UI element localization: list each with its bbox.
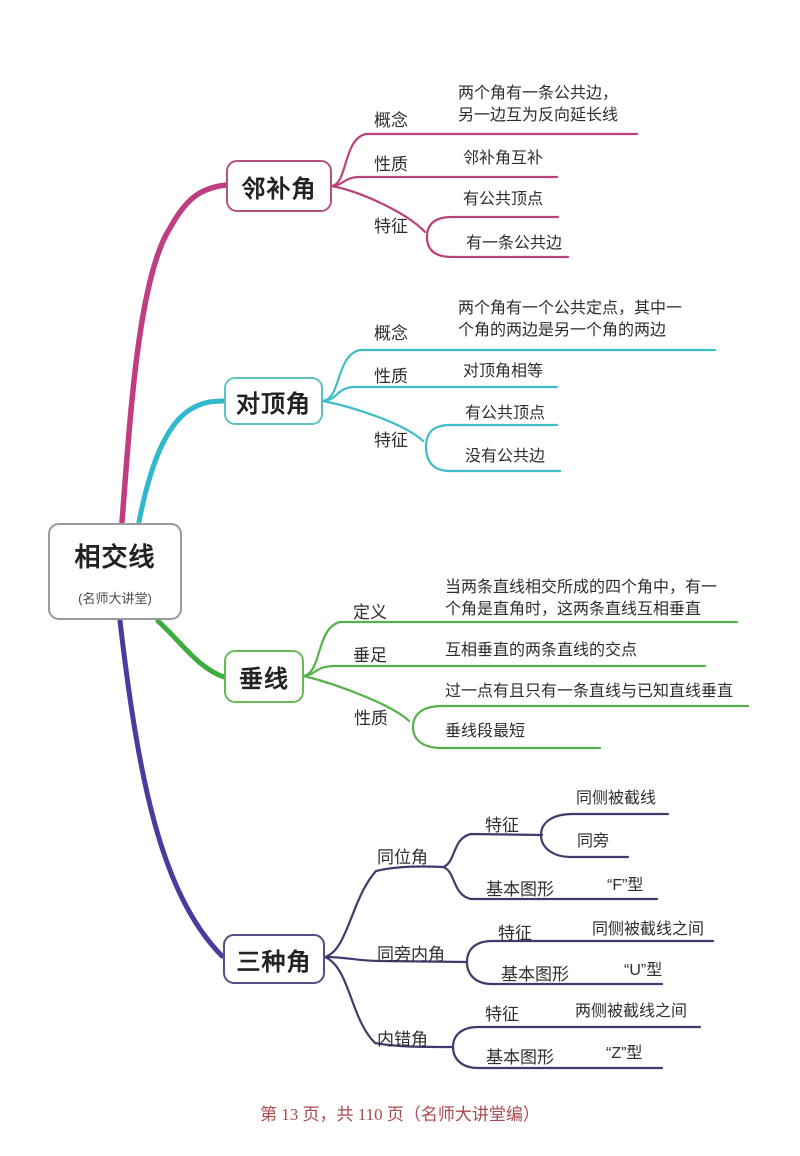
b3-definition-text[interactable]: 当两条直线相交所成的四个角中，有一 个角是直角时，这两条直线互相垂直	[445, 579, 718, 618]
branch4-tongwei-feature-line	[441, 832, 544, 869]
branch4-tongwei-feature-bubble	[539, 812, 670, 859]
b3-property-item-0[interactable]: 过一点有且只有一条直线与已知直线垂直	[445, 683, 734, 700]
b1-property-label[interactable]: 性质	[374, 155, 408, 174]
branch-node-chuixian[interactable]: 垂线	[224, 650, 304, 703]
b1-feature-label[interactable]: 特征	[374, 217, 408, 236]
branch1-property-line	[330, 175, 559, 188]
b2-concept-text[interactable]: 两个角有一个公共定点，其中一 个角的两边是另一个角的两边	[458, 300, 683, 339]
b2-feature-label[interactable]: 特征	[374, 431, 408, 450]
b4-tongwei-feature-item-0[interactable]: 同侧被截线	[576, 790, 657, 807]
root-title: 相交线	[74, 541, 156, 572]
b4-tongwei-basic-label[interactable]: 基本图形	[486, 880, 554, 899]
branch4-tongwei-basic-line	[441, 865, 659, 901]
branch1-feature-line	[330, 184, 427, 234]
b4-tongwei-basic-value[interactable]: “F”型	[607, 877, 644, 894]
b3-foot-text[interactable]: 互相垂直的两条直线的交点	[445, 642, 638, 659]
b4-neicuo-label[interactable]: 内错角	[377, 1030, 428, 1049]
b3-definition-label[interactable]: 定义	[353, 603, 387, 622]
branch3-property-line	[302, 674, 411, 723]
branch-node-duidingjiao-title: 对顶角	[236, 390, 311, 418]
b2-feature-item-1[interactable]: 没有公共边	[465, 448, 546, 465]
branch1-concept-line	[330, 132, 639, 188]
root-subtitle: (名师大讲堂)	[78, 590, 152, 606]
b4-tongpang-basic-label[interactable]: 基本图形	[501, 965, 569, 984]
branch4-tongpang-bubble	[465, 939, 715, 986]
page-footer: 第 13 页，共 110 页（名师大讲堂编）	[260, 1105, 540, 1124]
b4-tongwei-feature-label[interactable]: 特征	[485, 816, 519, 835]
b4-tongwei-label[interactable]: 同位角	[377, 848, 428, 867]
branch4-tongpang-line	[323, 955, 469, 964]
root-curve-sanzhongjiao	[117, 618, 225, 959]
b4-neicuo-basic-value[interactable]: “Z”型	[606, 1045, 643, 1062]
b2-property-label[interactable]: 性质	[374, 367, 408, 386]
b2-concept-label[interactable]: 概念	[374, 324, 408, 343]
b1-concept-text[interactable]: 两个角有一条公共边， 另一边互为反向延长线	[458, 85, 619, 124]
b4-tongpang-feature-label[interactable]: 特征	[498, 924, 532, 943]
branch2-lines	[321, 348, 717, 473]
b3-foot-label[interactable]: 垂足	[353, 646, 387, 665]
b3-property-item-1[interactable]: 垂线段最短	[445, 723, 526, 740]
b2-feature-item-0[interactable]: 有公共顶点	[465, 405, 546, 422]
branch-node-linbujiao-title: 邻补角	[241, 175, 317, 203]
branch-node-sanzhongjiao[interactable]: 三种角	[223, 934, 325, 984]
branch4-neicuo-bubble	[451, 1025, 702, 1070]
branch4-lines	[323, 812, 715, 1070]
branch2-feature-line	[321, 399, 425, 443]
root-curve-linbujiao	[119, 182, 229, 525]
b4-neicuo-feature-value[interactable]: 两侧被截线之间	[575, 1003, 688, 1020]
root-curve-duidingjiao	[136, 398, 227, 525]
b1-feature-item-0[interactable]: 有公共顶点	[463, 191, 544, 208]
b1-concept-label[interactable]: 概念	[374, 111, 408, 130]
branch-node-linbujiao[interactable]: 邻补角	[226, 160, 332, 212]
b2-property-text[interactable]: 对顶角相等	[463, 363, 544, 380]
b4-neicuo-feature-label[interactable]: 特征	[485, 1005, 519, 1024]
branch3-definition-line	[302, 620, 739, 678]
branch1-lines	[330, 132, 639, 259]
root-curves	[117, 182, 229, 959]
root-curve-chuixian	[155, 618, 227, 680]
branch3-foot-line	[302, 664, 707, 678]
b1-feature-item-1[interactable]: 有一条公共边	[466, 235, 563, 252]
root-node[interactable]: 相交线 (名师大讲堂)	[48, 523, 182, 620]
branch-node-chuixian-title: 垂线	[239, 666, 289, 693]
branch4-neicuo-line	[323, 955, 455, 1049]
branch4-tongwei-line	[323, 865, 445, 959]
b4-tongpang-label[interactable]: 同旁内角	[377, 945, 445, 964]
b1-property-text[interactable]: 邻补角互补	[463, 150, 544, 167]
branch3-lines	[302, 620, 750, 750]
b4-tongwei-feature-item-1[interactable]: 同旁	[577, 833, 610, 850]
branch-node-sanzhongjiao-title: 三种角	[236, 948, 312, 976]
b4-tongpang-basic-value[interactable]: “U”型	[624, 962, 663, 979]
branch2-feature-bubble	[424, 423, 562, 473]
branch1-feature-bubble	[425, 215, 570, 259]
b4-tongpang-feature-value[interactable]: 同侧被截线之间	[592, 921, 705, 938]
branch3-property-bubble	[411, 704, 750, 750]
b4-neicuo-basic-label[interactable]: 基本图形	[486, 1048, 554, 1067]
b3-property-label[interactable]: 性质	[354, 709, 388, 728]
branch-node-duidingjiao[interactable]: 对顶角	[224, 377, 323, 425]
branch2-property-line	[321, 385, 559, 403]
branch2-concept-line	[321, 348, 717, 403]
